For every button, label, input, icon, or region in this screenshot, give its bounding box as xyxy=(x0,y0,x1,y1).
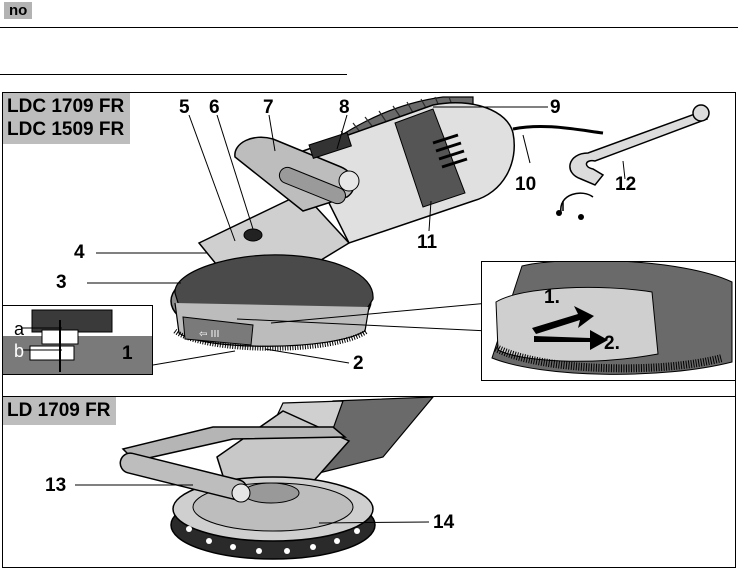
callout-14: 14 xyxy=(433,513,454,532)
callout-12: 12 xyxy=(615,175,636,194)
callout-3: 3 xyxy=(56,273,67,292)
handle-bar xyxy=(235,133,359,211)
detail-letter-a: a xyxy=(14,320,24,338)
language-code-badge: no xyxy=(4,2,32,19)
dust-hood: ⇦ III xyxy=(171,255,373,348)
step-2-label: 2. xyxy=(604,334,620,353)
brush-height-detail xyxy=(2,306,153,375)
detail-inset-brush-height: a b 1 xyxy=(2,305,153,375)
detail-inset-hood-segment: 1. 2. xyxy=(481,261,736,381)
model-label-box-ld: LD 1709 FR xyxy=(3,397,116,425)
model-label-ld-1709: LD 1709 FR xyxy=(7,399,110,422)
section-rule xyxy=(0,74,347,75)
spanner-wrench xyxy=(563,105,709,211)
figure-panel-ldc: LDC 1709 FR LDC 1509 FR xyxy=(2,92,736,398)
callout-6: 6 xyxy=(209,98,220,117)
callout-9: 9 xyxy=(550,98,561,117)
hood-segment-detail xyxy=(482,262,736,381)
power-cable xyxy=(513,126,603,133)
step-1-label: 1. xyxy=(544,288,560,307)
model-label-ldc-1709: LDC 1709 FR xyxy=(7,95,124,118)
callout-5: 5 xyxy=(179,98,190,117)
callout-11: 11 xyxy=(417,233,437,252)
callout-4: 4 xyxy=(74,243,85,262)
figure-panel-ld: LD 1709 FR 13 14 xyxy=(2,396,736,568)
header-rule xyxy=(0,27,738,28)
callout-7: 7 xyxy=(263,98,274,117)
model-label-ldc-1509: LDC 1509 FR xyxy=(7,118,124,141)
detail-letter-b: b xyxy=(14,342,24,360)
callout-8: 8 xyxy=(339,98,350,117)
callout-13: 13 xyxy=(45,476,66,495)
callout-2: 2 xyxy=(353,354,364,373)
callout-1: 1 xyxy=(122,344,133,363)
model-label-box: LDC 1709 FR LDC 1509 FR xyxy=(3,93,130,144)
callout-10: 10 xyxy=(515,175,536,194)
svg-text:⇦ III: ⇦ III xyxy=(199,329,219,340)
